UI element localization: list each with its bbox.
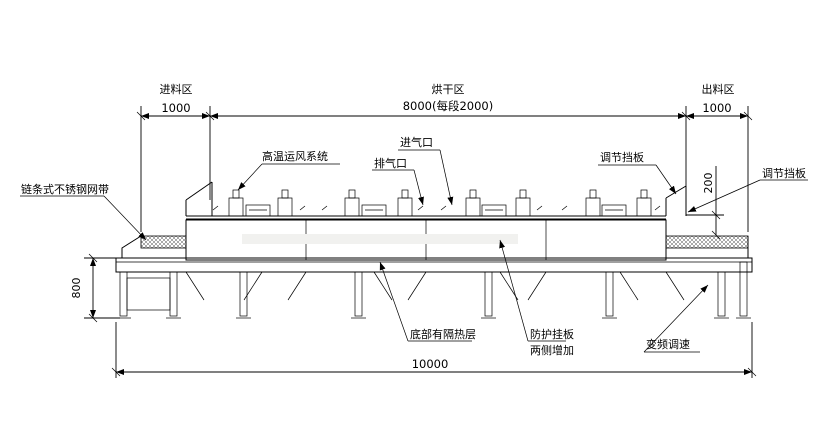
callout-exhaust-port: 排气口	[374, 156, 407, 170]
height-dimension	[84, 253, 120, 323]
fan-motor	[465, 189, 481, 217]
fan-motor	[636, 189, 652, 217]
callout-guard-plate-sides: 两侧增加	[530, 343, 574, 357]
fan-motor	[585, 189, 601, 217]
callout-baffle-right: 调节挡板	[762, 166, 806, 180]
fan-motor	[277, 189, 293, 217]
callout-leaders	[20, 149, 808, 353]
dim-outfeed: 1000	[702, 101, 731, 115]
callout-mesh-belt: 链条式不锈钢网带	[21, 182, 109, 196]
control-box	[601, 204, 627, 217]
zone-label-infeed: 进料区	[160, 82, 193, 96]
mesh-belt	[121, 235, 749, 259]
dim-total: 10000	[412, 357, 449, 371]
fan-motor	[515, 189, 531, 217]
total-dimension	[111, 322, 757, 378]
callout-intake-port: 进气口	[400, 135, 433, 149]
baffle-dimension	[686, 166, 724, 240]
dim-infeed: 1000	[161, 101, 190, 115]
fan-motor	[344, 189, 360, 217]
oven-body	[185, 181, 687, 261]
callout-hot-air-system: 高温运风系统	[262, 149, 328, 163]
top-dimensions	[136, 106, 753, 232]
dim-height: 800	[70, 278, 83, 299]
callout-vfd: 变频调速	[646, 337, 690, 351]
fan-motor	[228, 189, 244, 217]
dim-drying: 8000(每段2000)	[403, 99, 494, 113]
dim-baffle-gap: 200	[702, 173, 715, 194]
callout-guard-plate: 防护挂板	[530, 327, 574, 341]
callout-insulation: 底部有隔热层	[410, 327, 476, 341]
control-box	[481, 204, 507, 217]
fan-units	[212, 189, 661, 217]
callout-baffle-left: 调节挡板	[600, 150, 644, 164]
control-box	[245, 204, 271, 217]
zone-label-drying: 烘干区	[432, 82, 465, 96]
fan-motor	[397, 189, 413, 217]
zone-label-outfeed: 出料区	[702, 82, 735, 96]
control-box	[361, 204, 387, 217]
support-frame	[115, 257, 753, 319]
